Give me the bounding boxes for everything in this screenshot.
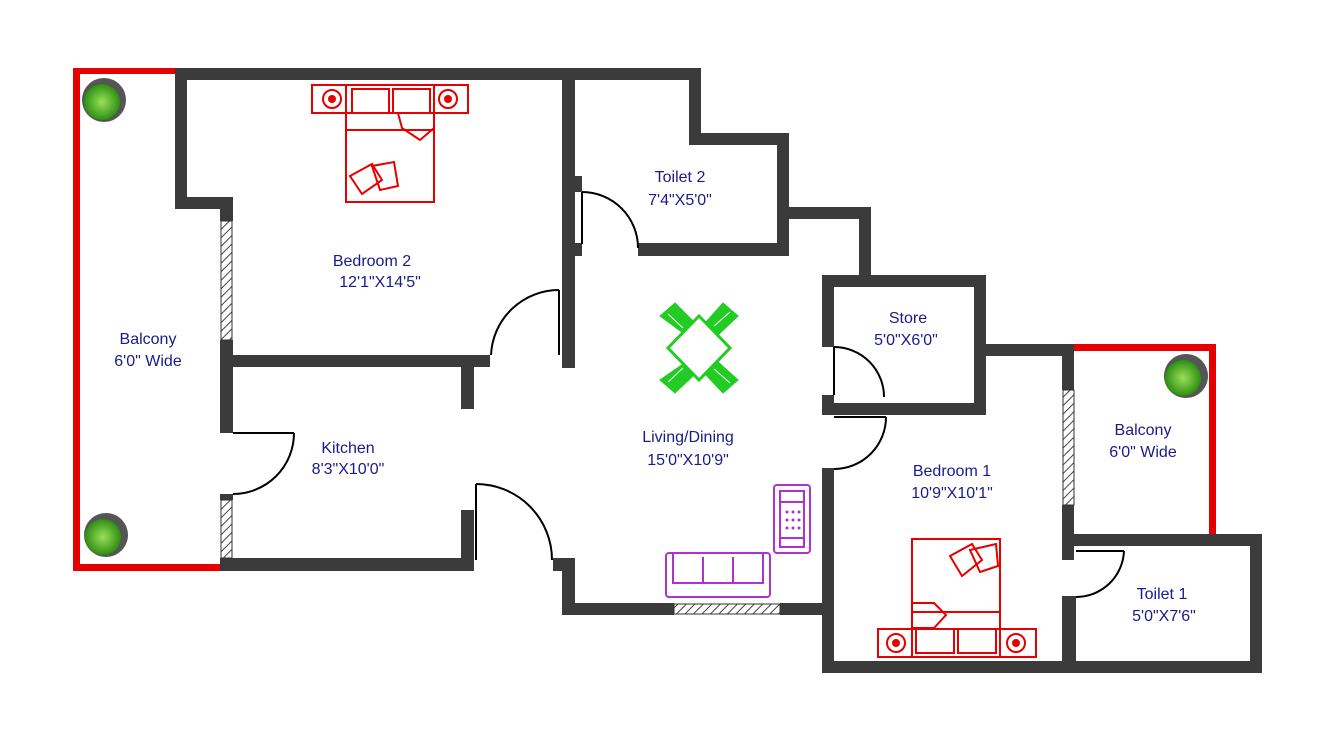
- door-swing-icon: [833, 346, 885, 398]
- window-icon: [220, 220, 233, 341]
- room-label-kitchen: Kitchen 8'3"X10'0": [312, 440, 385, 478]
- door-swing-icon: [1075, 550, 1125, 599]
- doors: [232, 191, 1125, 599]
- door-swing-icon: [490, 288, 560, 356]
- room-label-living-dining: Living/Dining 15'0"X10'9": [642, 429, 734, 469]
- walls: [175, 68, 1262, 673]
- plant-icon: [82, 78, 126, 122]
- door-swing-icon: [475, 483, 553, 561]
- sofa-icon: [665, 552, 771, 598]
- room-label-balcony-left: Balcony 6'0" Wide: [114, 331, 182, 370]
- room-name: Balcony: [120, 331, 177, 348]
- room-size: 15'0"X10'9": [647, 452, 729, 469]
- room-label-balcony-right: Balcony 6'0" Wide: [1109, 422, 1177, 461]
- double-bed-icon: [877, 538, 1037, 658]
- balcony-railing-left: [73, 68, 223, 571]
- room-label-bedroom-1: Bedroom 1 10'9"X10'1": [911, 463, 993, 502]
- window-icon: [220, 499, 233, 559]
- double-bed-icon: [311, 84, 469, 203]
- room-size: 12'1"X14'5": [339, 274, 421, 291]
- room-name: Bedroom 2: [333, 253, 411, 270]
- door-swing-icon: [581, 191, 639, 249]
- plant-icon: [84, 513, 128, 557]
- room-name: Store: [889, 310, 927, 327]
- plant-icon: [1164, 354, 1208, 398]
- room-name: Living/Dining: [642, 429, 734, 446]
- room-label-toilet-2: Toilet 2 7'4"X5'0": [648, 169, 712, 209]
- window-icon: [1062, 389, 1075, 506]
- room-size: 6'0" Wide: [114, 353, 182, 370]
- windows: [220, 220, 1075, 615]
- room-name: Toilet 2: [655, 169, 706, 186]
- balcony-railing-right: [1074, 344, 1216, 536]
- room-size: 5'0"X7'6": [1132, 608, 1196, 625]
- room-size: 7'4"X5'0": [648, 192, 712, 209]
- door-swing-icon: [232, 432, 295, 495]
- room-name: Bedroom 1: [913, 463, 991, 480]
- room-name: Balcony: [1115, 422, 1172, 439]
- room-size: 5'0"X6'0": [874, 332, 938, 349]
- room-name: Toilet 1: [1137, 586, 1188, 603]
- room-label-bedroom-2: Bedroom 2 12'1"X14'5": [333, 253, 421, 291]
- door-swing-icon: [833, 416, 887, 470]
- armchair-icon: [773, 484, 811, 554]
- window-icon: [673, 603, 781, 615]
- room-size: 8'3"X10'0": [312, 461, 385, 478]
- room-label-store: Store 5'0"X6'0": [874, 310, 938, 349]
- room-size: 6'0" Wide: [1109, 444, 1177, 461]
- room-name: Kitchen: [321, 440, 374, 457]
- room-label-toilet-1: Toilet 1 5'0"X7'6": [1132, 586, 1196, 625]
- room-size: 10'9"X10'1": [911, 485, 993, 502]
- dining-table-icon: [659, 302, 739, 394]
